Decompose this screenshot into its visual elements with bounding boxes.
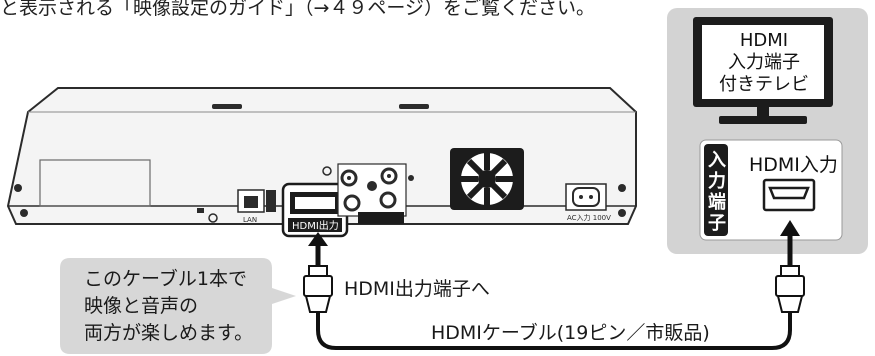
lan-label: LAN bbox=[243, 216, 257, 224]
arrow-up-icon-right bbox=[780, 220, 800, 266]
hdmi-cable bbox=[316, 312, 792, 350]
arrow-up-icon bbox=[308, 232, 328, 266]
vertical-char: 端 bbox=[708, 192, 726, 213]
fan-vent-icon bbox=[450, 148, 524, 210]
callout-text: このケーブル1本で 映像と音声の 両方が楽しめます。 bbox=[84, 266, 264, 347]
callout-line: 映像と音声の bbox=[84, 295, 199, 317]
tv-label-line: 付きテレビ bbox=[719, 74, 809, 95]
callout-line: このケーブル1本で bbox=[84, 268, 247, 290]
hdmi-plug-icon-right bbox=[775, 265, 805, 313]
av-connectors bbox=[337, 163, 414, 224]
hdmi-output-label: HDMI出力 bbox=[292, 219, 339, 232]
tv-hdmi-port-icon bbox=[762, 178, 816, 212]
tv-icon bbox=[693, 17, 833, 124]
recorder-hdmi-port-icon bbox=[281, 182, 349, 238]
lan-port-icon bbox=[237, 189, 265, 213]
header-text: と表示される「映像設定のガイド」（→４９ページ）をご覧ください。 bbox=[0, 0, 596, 19]
input-terminal-tag bbox=[704, 144, 728, 236]
callout-line: 両方が楽しめます。 bbox=[84, 322, 254, 344]
hdmi-cable-label: HDMIケーブル(19ピン／市販品) bbox=[431, 322, 710, 344]
vertical-char: 力 bbox=[708, 171, 726, 192]
ac-inlet-icon bbox=[565, 183, 607, 211]
tv-label-line: HDMI bbox=[739, 30, 789, 51]
hdmi-plug-icon-left bbox=[303, 265, 333, 313]
hdmi-input-label: HDMI入力 bbox=[749, 154, 838, 176]
ac-label: AC入力 100V bbox=[567, 213, 611, 222]
tv-label: HDMI 入力端子 付きテレビ bbox=[700, 30, 828, 96]
vertical-char: 入 bbox=[708, 150, 726, 171]
input-terminal-vertical-label: 入 力 端 子 bbox=[707, 150, 727, 234]
hdmi-output-terminal-label: HDMI出力端子へ bbox=[344, 278, 490, 300]
tv-label-line: 入力端子 bbox=[728, 52, 800, 73]
callout-bubble bbox=[60, 258, 296, 354]
vertical-char: 子 bbox=[708, 213, 726, 234]
